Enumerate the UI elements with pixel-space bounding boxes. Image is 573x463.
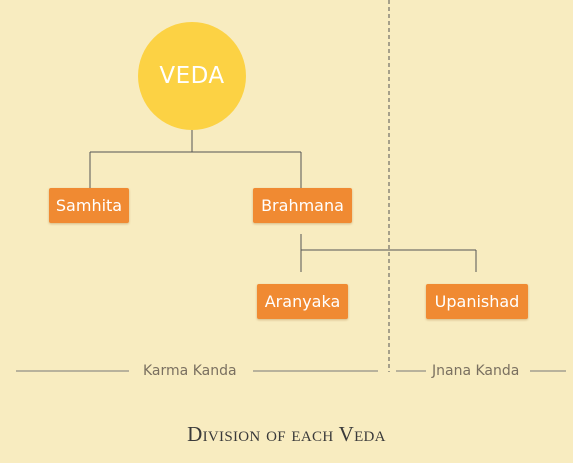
karma-kanda-label: Karma Kanda <box>143 363 237 379</box>
brahmana-node: Brahmana <box>253 188 352 223</box>
diagram-title: Division of each Veda <box>187 422 386 446</box>
upanishad-node: Upanishad <box>426 284 528 319</box>
brahmana-label: Brahmana <box>261 196 344 215</box>
brahmana-connector <box>300 234 477 272</box>
samhita-label: Samhita <box>55 196 123 215</box>
veda-label: VEDA <box>159 63 225 89</box>
upanishad-label: Upanishad <box>434 292 520 311</box>
jnana-kanda-label: Jnana Kanda <box>432 363 520 379</box>
aranyaka-node: Aranyaka <box>257 284 348 319</box>
veda-connector <box>89 130 302 188</box>
aranyaka-label: Aranyaka <box>264 292 341 311</box>
veda-node: VEDA <box>138 22 246 130</box>
samhita-node: Samhita <box>49 188 129 223</box>
